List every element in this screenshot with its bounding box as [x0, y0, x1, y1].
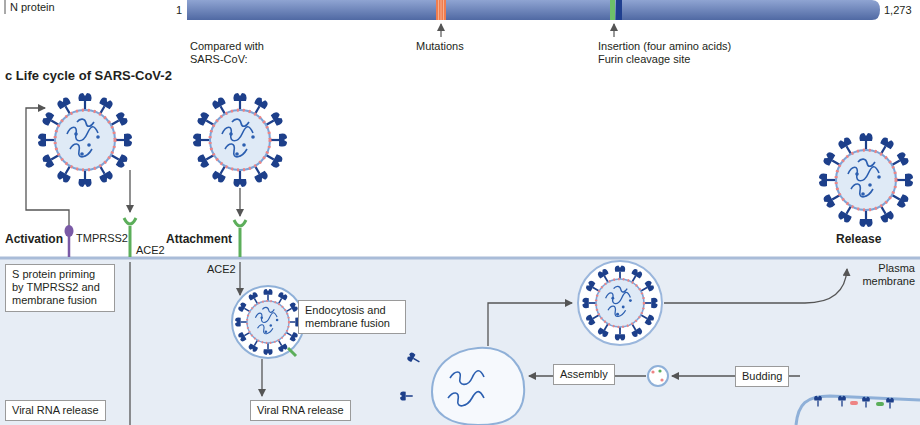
illustration-part — [862, 397, 870, 408]
illustration-part — [261, 359, 262, 396]
annotation-label: N protein — [10, 1, 55, 14]
illustration-part — [440, 24, 441, 37]
illustration-part — [400, 391, 413, 400]
step-text: Endocytosis and membrane fusion — [305, 304, 399, 330]
illustration-part — [68, 236, 71, 257]
annotation-label: Mutations — [416, 40, 464, 53]
stage-label: Activation — [5, 232, 63, 246]
illustration-part — [234, 220, 246, 226]
illustration-part — [288, 348, 296, 356]
illustration-part — [664, 269, 847, 303]
illustration-part — [578, 261, 662, 345]
illustration-part — [0, 257, 920, 260]
illustration-part — [193, 93, 287, 187]
illustration-part — [850, 401, 858, 405]
illustration-part — [232, 286, 304, 358]
step-text: Viral RNA release — [12, 404, 99, 417]
illustration-part — [432, 348, 524, 425]
illustration-part — [129, 226, 132, 257]
illustration-part — [239, 188, 240, 216]
illustration-part — [796, 396, 920, 425]
step-box: Viral RNA release — [250, 400, 351, 421]
illustration-part — [886, 398, 894, 409]
annotation-label: Compared with SARS-CoV: — [190, 40, 274, 66]
step-box: Assembly — [553, 364, 615, 385]
illustration-part — [838, 396, 846, 407]
illustration-part — [648, 366, 668, 386]
step-text: Budding — [742, 370, 782, 383]
annotation-label: 1,273 — [884, 4, 912, 17]
step-text: S protein priming by TMPRSS2 and membran… — [12, 268, 108, 308]
illustration-part — [876, 402, 884, 406]
illustration-part — [38, 93, 132, 187]
illustration-part — [235, 289, 301, 355]
illustration-part — [436, 0, 446, 20]
step-box: Budding — [735, 366, 789, 387]
step-box: Viral RNA release — [5, 400, 106, 421]
illustration-part — [886, 398, 894, 409]
annotation-label: ACE2 — [136, 244, 165, 257]
illustration-part — [814, 396, 822, 407]
illustration-part — [488, 303, 572, 346]
annotation-label: ACE2 — [207, 263, 236, 276]
stage-label: Release — [836, 232, 881, 246]
illustration-part — [651, 370, 654, 373]
illustration-part — [0, 259, 920, 425]
illustration-part — [5, 0, 6, 14]
annotation-label: Furin cleavage site — [598, 53, 690, 66]
illustration-part — [406, 352, 421, 366]
step-text: Assembly — [560, 368, 608, 381]
stage-label: Attachment — [166, 232, 232, 246]
annotation-label: 1 — [168, 4, 182, 17]
illustration-part — [239, 262, 240, 295]
annotation-label: Insertion (four amino acids) — [598, 40, 731, 53]
illustration-part — [129, 170, 130, 212]
step-box: Endocytosis and membrane fusion — [298, 300, 406, 334]
illustration-part — [129, 262, 130, 425]
illustration-part — [814, 396, 822, 407]
illustration-part — [819, 133, 913, 227]
illustration-part — [658, 369, 661, 372]
illustration-part — [443, 0, 444, 20]
illustration-part — [862, 397, 870, 408]
step-text: Viral RNA release — [257, 404, 344, 417]
annotation-label: Plasma membrane — [855, 262, 915, 288]
illustration-part — [660, 378, 663, 381]
illustration-part — [441, 0, 442, 20]
illustration-part — [400, 391, 413, 400]
illustration-part — [409, 424, 424, 425]
illustration-part — [582, 265, 657, 340]
illustration-part — [124, 218, 136, 224]
illustration-part — [610, 0, 615, 20]
illustration-part — [239, 228, 242, 257]
illustration-part — [613, 24, 614, 37]
illustration-part — [409, 424, 424, 425]
illustration-part — [838, 396, 846, 407]
illustration-part — [406, 352, 421, 366]
illustration-part — [438, 0, 439, 20]
illustration-part — [187, 0, 880, 20]
annotation-label: TMPRSS2 — [76, 232, 128, 245]
illustration-part — [448, 371, 484, 406]
panel-title: c Life cycle of SARS-CoV-2 — [5, 68, 172, 84]
step-box: S protein priming by TMPRSS2 and membran… — [5, 264, 115, 312]
illustration-part — [65, 225, 74, 237]
illustration-part — [616, 0, 622, 20]
